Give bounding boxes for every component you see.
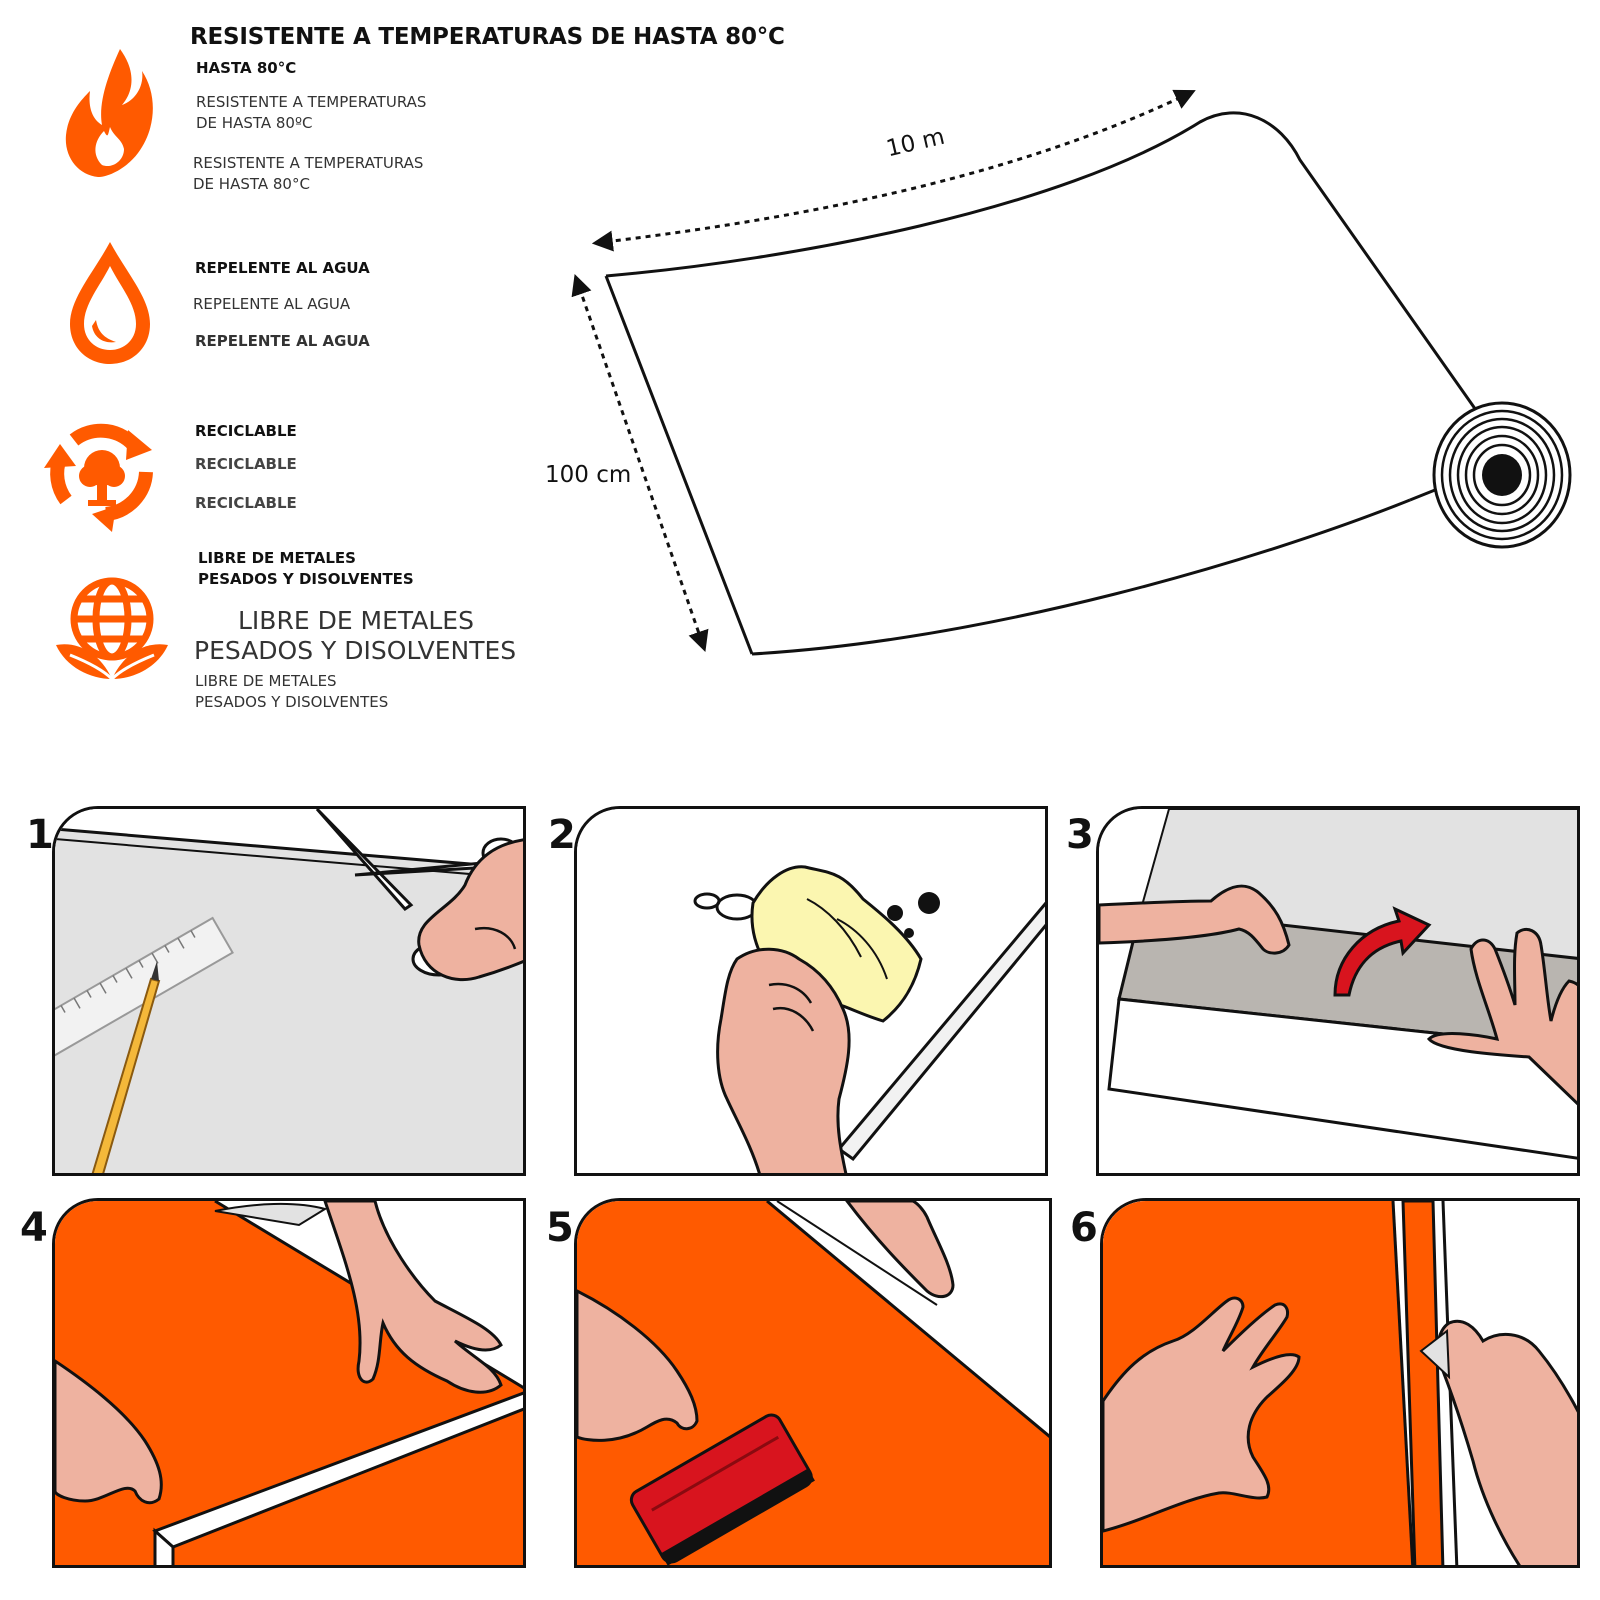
step-4-panel (52, 1198, 526, 1568)
recycle-line-1: RECICLABLE (195, 422, 297, 440)
peel-backing-icon (1099, 809, 1577, 1173)
globe-leaves-icon (56, 577, 168, 681)
step-6-panel (1100, 1198, 1580, 1568)
step-4-number: 4 (20, 1205, 48, 1251)
flame-icon (65, 49, 153, 177)
step-5-number: 5 (546, 1205, 574, 1251)
step-1-number: 1 (26, 812, 54, 858)
squeegee-icon (577, 1201, 1049, 1565)
recycle-line-2: RECICLABLE (195, 455, 297, 473)
recycle-tree-icon (44, 423, 153, 532)
scissors-ruler-pencil-icon (55, 809, 523, 1173)
water-drop-icon (70, 242, 150, 364)
heat-line-3a: RESISTENTE A TEMPERATURAS (193, 154, 424, 172)
vinyl-roll-diagram (571, 89, 1572, 656)
eco-line-2b: PESADOS Y DISOLVENTES (194, 636, 517, 665)
press-edges-icon (1103, 1201, 1577, 1565)
step-3-number: 3 (1066, 812, 1094, 858)
step-5-panel (574, 1198, 1052, 1568)
eco-line-1b: PESADOS Y DISOLVENTES (198, 570, 414, 588)
step-2-panel (574, 806, 1048, 1176)
heat-line-1: HASTA 80°C (196, 59, 297, 77)
eco-line-1a: LIBRE DE METALES (198, 549, 356, 567)
roll-core (1432, 401, 1572, 549)
water-line-3: REPELENTE AL AGUA (195, 332, 370, 350)
recycle-line-3: RECICLABLE (195, 494, 297, 512)
step-6-number: 6 (1070, 1205, 1098, 1251)
eco-line-3b: PESADOS Y DISOLVENTES (195, 693, 389, 711)
page-title: RESISTENTE A TEMPERATURAS DE HASTA 80°C (190, 24, 785, 50)
water-line-2: REPELENTE AL AGUA (193, 295, 351, 313)
apply-film-icon (55, 1201, 523, 1565)
step-2-number: 2 (548, 812, 576, 858)
heat-line-2a: RESISTENTE A TEMPERATURAS (196, 93, 427, 111)
cleaning-cloth-icon (577, 809, 1045, 1173)
water-line-1: REPELENTE AL AGUA (195, 259, 370, 277)
heat-line-3b: DE HASTA 80°C (193, 175, 310, 193)
heat-line-2b: DE HASTA 80ºC (196, 114, 313, 132)
step-3-panel (1096, 806, 1580, 1176)
eco-line-2a: LIBRE DE METALES (238, 606, 474, 635)
roll-width-label: 100 cm (545, 462, 632, 488)
step-1-panel (52, 806, 526, 1176)
eco-line-3a: LIBRE DE METALES (195, 672, 337, 690)
